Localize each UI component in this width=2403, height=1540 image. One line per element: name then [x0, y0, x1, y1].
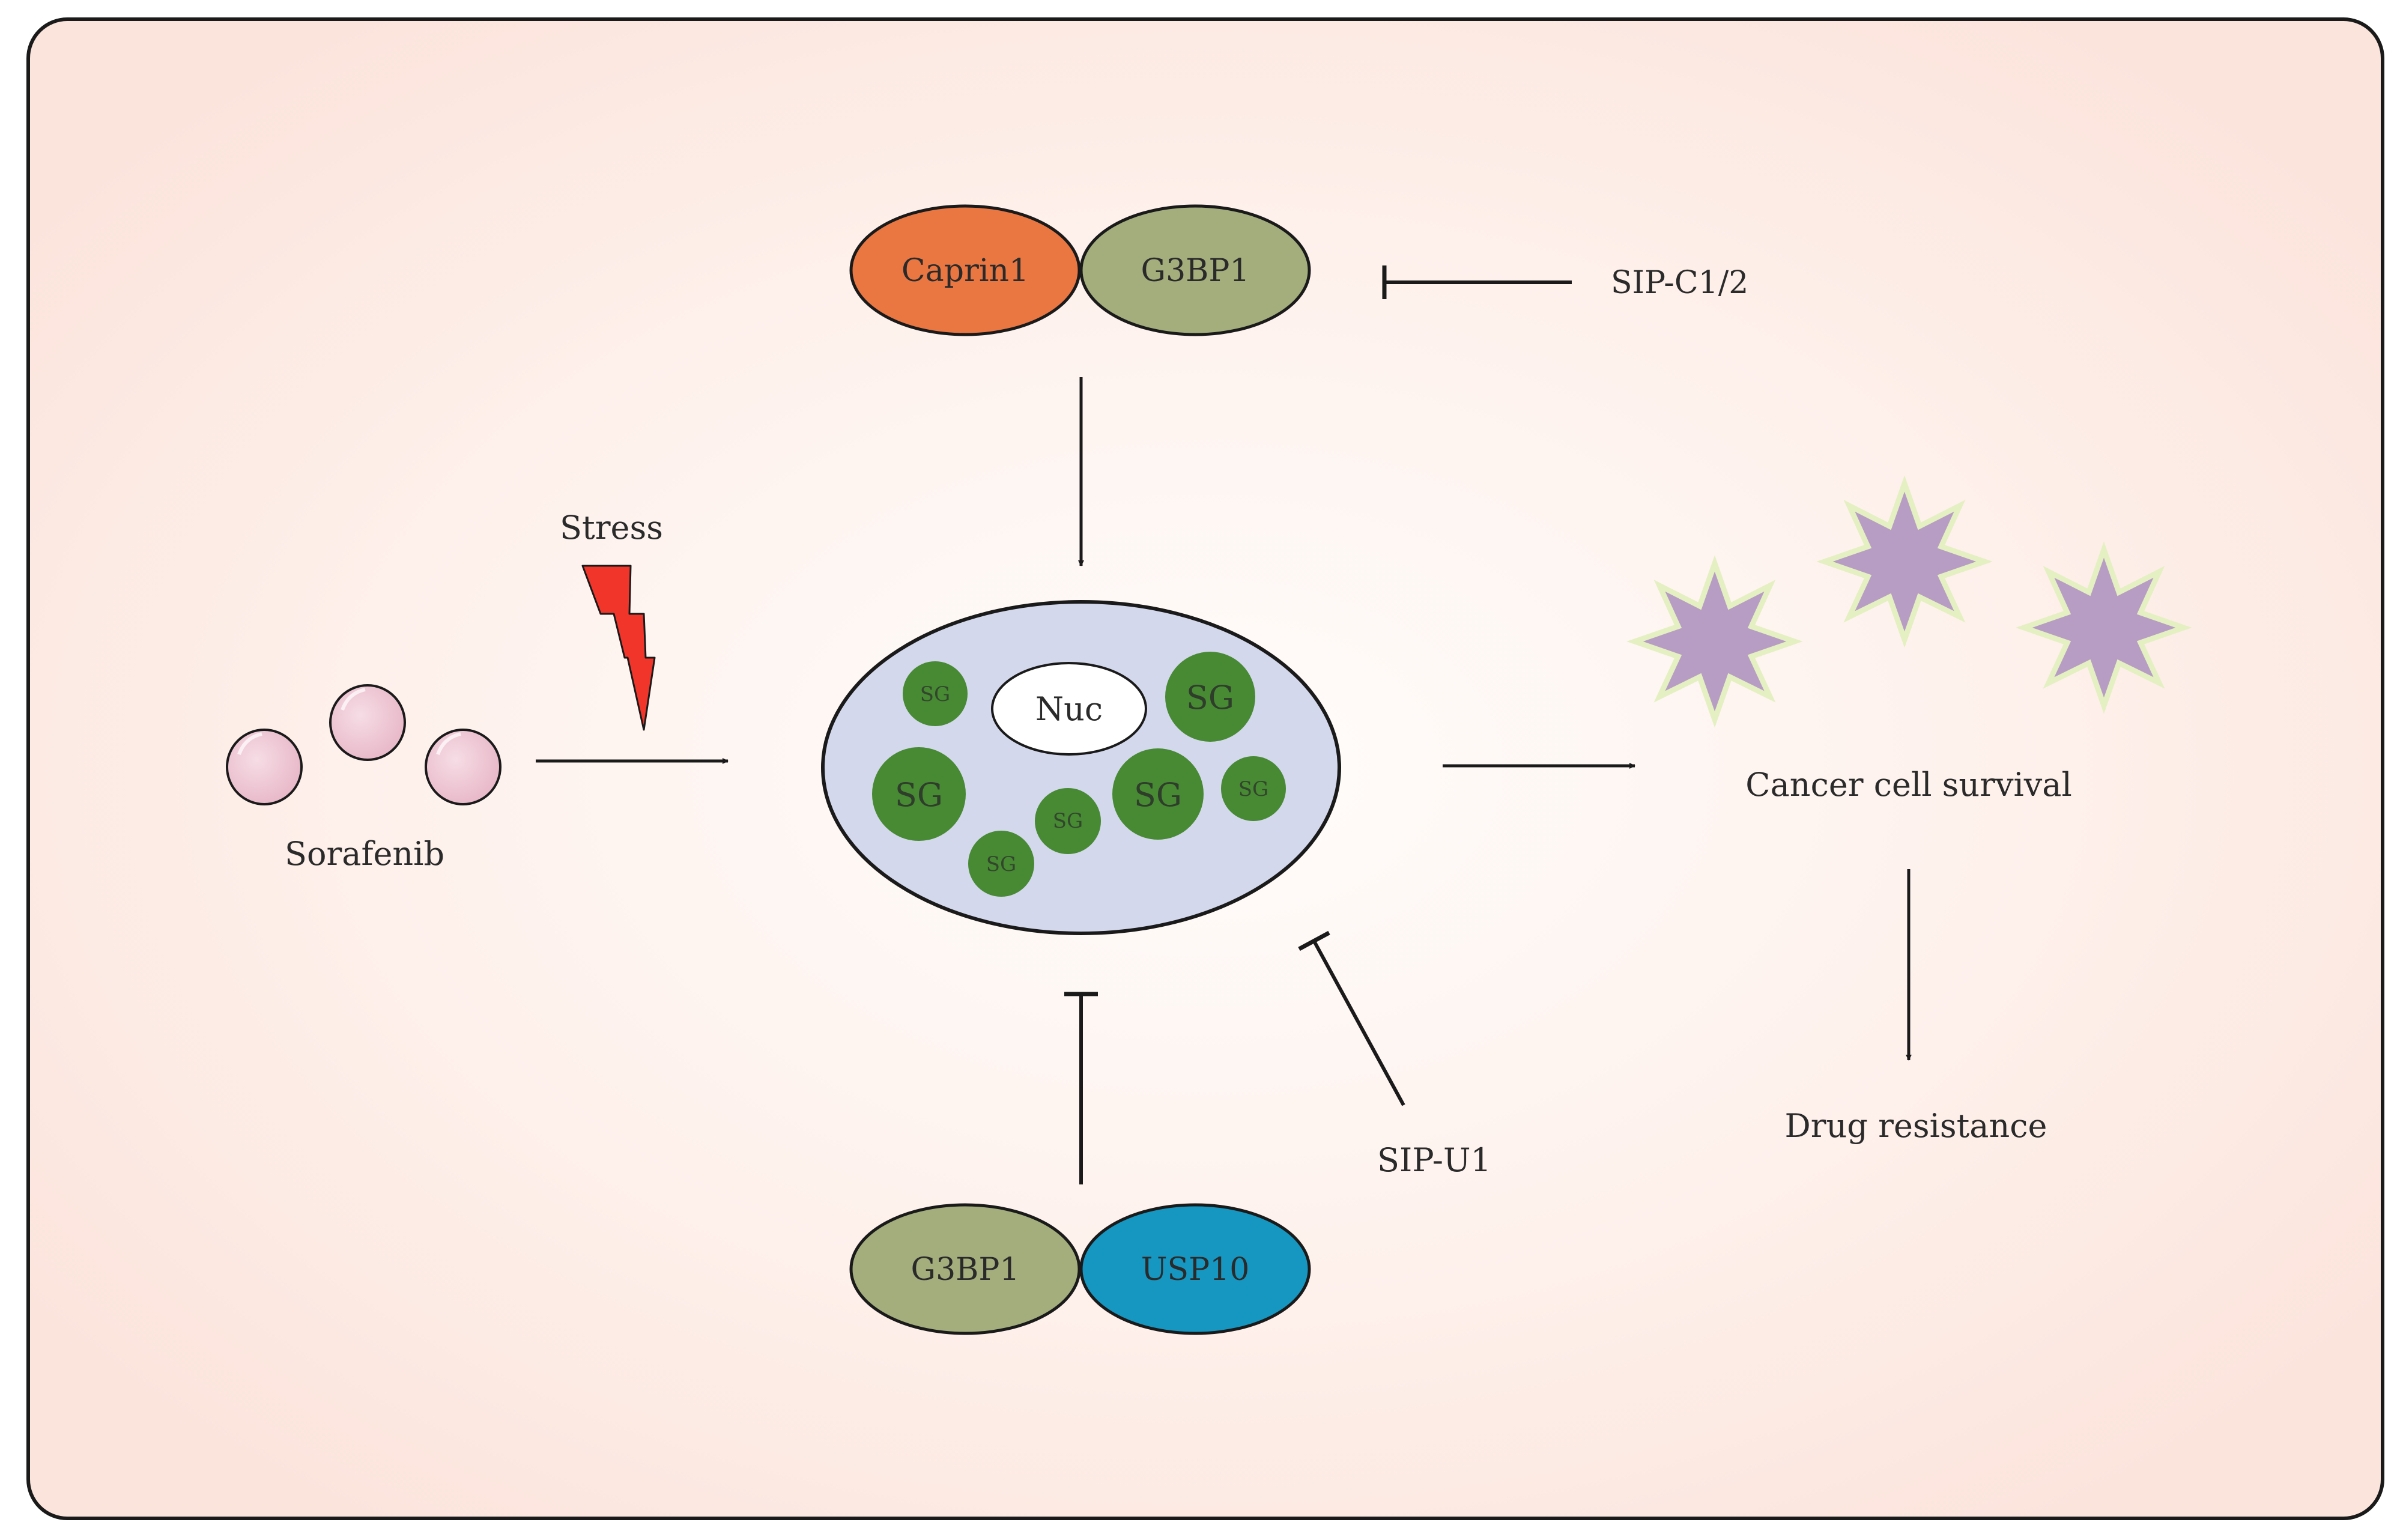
nucleus-label: Nuc: [1035, 690, 1103, 728]
g3bp1-label-top: G3BP1: [1141, 253, 1250, 289]
stress-granule: SG: [1165, 652, 1255, 742]
stress-granule: SG: [1221, 756, 1286, 821]
stress-granule: SG: [968, 831, 1034, 897]
g3bp1-protein-bottom: [849, 1203, 1081, 1335]
svg-text:SG: SG: [1186, 679, 1234, 717]
stress-signal: Stress: [560, 509, 663, 731]
stress-granule: SG: [1112, 748, 1204, 840]
cancer-cell-burst-icon: [1626, 555, 1803, 728]
sip-u-inhibition: SIP-U1: [1298, 930, 1491, 1179]
svg-text:SG: SG: [986, 852, 1016, 876]
sip-c-label: SIP-C1/2: [1611, 265, 1748, 301]
caprin1-protein: [849, 204, 1081, 336]
sip-u-label: SIP-U1: [1377, 1141, 1491, 1179]
g3bp1-label-bottom: G3BP1: [911, 1252, 1020, 1288]
g3bp1-protein-top: [1079, 204, 1311, 336]
cancer-cells: Cancer cell survival: [1626, 475, 2192, 804]
stress-granule: SG: [1035, 788, 1101, 854]
stress-granule: SG: [903, 661, 968, 726]
stress-label: Stress: [560, 509, 663, 547]
svg-text:SG: SG: [1134, 776, 1182, 814]
drug-molecule-icon: [329, 684, 406, 761]
svg-text:SG: SG: [1053, 809, 1083, 833]
cancer-survival-label: Cancer cell survival: [1745, 766, 2071, 804]
sorafenib-molecules: Sorafenib: [226, 684, 502, 873]
drug-molecule-icon: [425, 729, 502, 805]
svg-text:SG: SG: [895, 776, 943, 814]
drug-molecule-icon: [226, 729, 303, 805]
sorafenib-label: Sorafenib: [285, 835, 444, 873]
drug-resistance-label: Drug resistance: [1785, 1107, 2047, 1145]
stress-granule: SG: [872, 747, 966, 841]
cancer-cell-burst-icon: [1816, 475, 1993, 648]
usp10-label: USP10: [1141, 1252, 1250, 1288]
cell: Nuc SG SG SG SG SG SG SG: [821, 600, 1341, 935]
caprin1-g3bp1-complex: Caprin1 G3BP1: [849, 204, 1311, 336]
caprin1-label: Caprin1: [902, 253, 1029, 289]
g3bp1-usp10-complex: G3BP1 USP10: [849, 1203, 1311, 1335]
sip-c-inhibition: SIP-C1/2: [1382, 265, 1748, 301]
svg-text:SG: SG: [1238, 777, 1268, 801]
lightning-bolt-icon: [581, 565, 656, 731]
usp10-protein: [1079, 1203, 1311, 1335]
g3bp1-usp10-inhibition: [1064, 992, 1098, 1184]
svg-text:SG: SG: [920, 682, 950, 706]
nucleus: [991, 662, 1147, 756]
cancer-cell-burst-icon: [2016, 541, 2192, 714]
